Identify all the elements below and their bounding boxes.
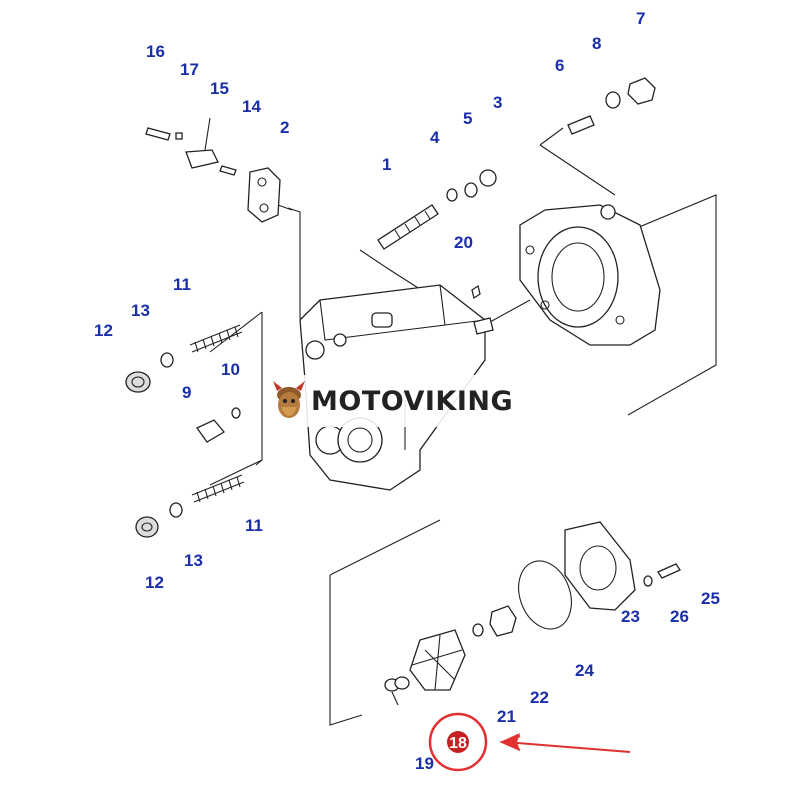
watermark-banner: MOTOVIKING (263, 375, 535, 427)
watermark-text: MOTOVIKING (311, 385, 514, 417)
part-15-lever (185, 117, 219, 169)
part-14-pin (219, 165, 237, 176)
label-24: 24 (575, 661, 594, 680)
label-13-lower: 13 (184, 551, 203, 570)
label-3: 3 (493, 93, 502, 112)
label-6: 6 (555, 56, 564, 75)
part-21-washer (472, 623, 484, 637)
part-23-cover (564, 521, 636, 611)
part-22-nut (489, 605, 517, 637)
label-15: 15 (210, 79, 229, 98)
part-12-plug-upper (125, 371, 151, 393)
label-12-lower: 12 (145, 573, 164, 592)
label-23: 23 (621, 607, 640, 626)
label-20: 20 (454, 233, 473, 252)
highlight-arrow (499, 735, 631, 753)
part-7-nut (627, 77, 656, 105)
part-8-washer (605, 91, 621, 109)
part-11-spring-lower (191, 474, 245, 503)
label-22: 22 (530, 688, 549, 707)
label-5: 5 (463, 109, 472, 128)
part-12-plug-lower (135, 516, 159, 538)
label-26: 26 (670, 607, 689, 626)
part-17-pin (175, 132, 183, 140)
part-26-washer (643, 575, 653, 587)
part-18-highlight: 18 (428, 712, 631, 772)
part-labels: 16 17 15 14 2 1 4 5 3 6 8 7 20 11 13 12 … (94, 9, 720, 773)
label-12-upper: 12 (94, 321, 113, 340)
part-20-plug (471, 284, 494, 335)
part-11-spring-upper (189, 324, 243, 353)
label-2: 2 (280, 118, 289, 137)
label-8: 8 (592, 34, 601, 53)
leader-lines (209, 127, 717, 726)
part-18-badge-label: 18 (449, 735, 467, 752)
label-14: 14 (242, 97, 261, 116)
part-16-bolt (145, 127, 171, 141)
part-13-oring-upper (160, 352, 174, 368)
label-19: 19 (415, 754, 434, 773)
label-11-lower: 11 (245, 516, 263, 535)
part-18-impeller (409, 629, 466, 691)
rear-cover (519, 204, 661, 346)
part-25-bolt (657, 563, 681, 579)
part-6-screw (567, 115, 595, 135)
part-24-gasket (518, 560, 572, 630)
part-3-ring (479, 169, 497, 187)
part-19-ring (384, 676, 410, 706)
part-5-oring (464, 182, 478, 198)
label-16: 16 (146, 42, 165, 61)
label-9: 9 (182, 383, 191, 402)
part-9-fitting (196, 419, 225, 443)
label-1: 1 (382, 155, 391, 174)
label-17: 17 (180, 60, 199, 79)
part-13-oring-lower (169, 502, 183, 518)
part-1-spool (377, 204, 439, 250)
label-4: 4 (430, 128, 440, 147)
label-11-upper: 11 (173, 275, 191, 294)
part-2-bracket (247, 167, 293, 223)
label-7: 7 (636, 9, 645, 28)
label-21: 21 (497, 707, 516, 726)
viking-logo-icon (273, 381, 305, 418)
label-10: 10 (221, 360, 240, 379)
part-10-oring (231, 407, 241, 419)
part-4-oring (446, 188, 458, 202)
label-13-upper: 13 (131, 301, 150, 320)
label-25: 25 (701, 589, 720, 608)
